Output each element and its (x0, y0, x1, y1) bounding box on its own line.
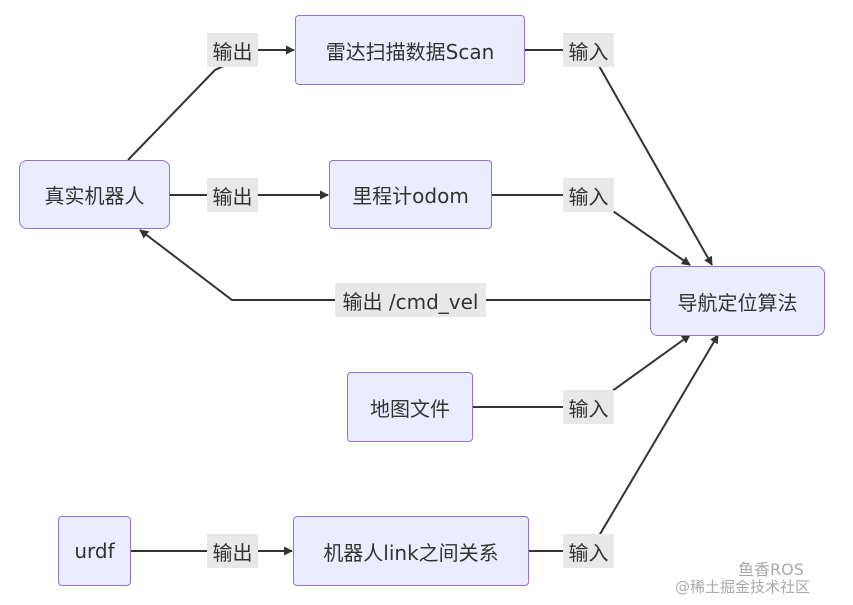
edge-label-odom-nav: 输入 (563, 178, 614, 212)
node-link-relations: 机器人link之间关系 (293, 516, 529, 586)
edge-label-scan-nav: 输入 (563, 33, 614, 67)
edge-label-tf-nav: 输入 (563, 534, 614, 568)
node-real-robot: 真实机器人 (19, 160, 170, 229)
edge-label-urdf-tf: 输出 (207, 534, 258, 568)
edge-scan-nav (525, 49, 713, 266)
edge-label-robot-odom: 输出 (207, 178, 258, 212)
node-nav-algorithm: 导航定位算法 (650, 266, 825, 336)
node-odometry: 里程计odom (329, 160, 492, 229)
watermark-community: @稀土掘金技术社区 (675, 578, 811, 596)
edge-label-robot-scan: 输出 (207, 33, 258, 67)
node-urdf: urdf (58, 516, 131, 586)
node-lidar-scan: 雷达扫描数据Scan (295, 15, 525, 85)
edge-tf-nav (529, 334, 719, 552)
edge-nav-robot (139, 229, 650, 301)
node-map-file: 地图文件 (347, 372, 473, 442)
edge-label-nav-robot: 输出 /cmd_vel (335, 283, 486, 317)
edge-label-map-nav: 输入 (563, 390, 614, 424)
watermark-author: 鱼香ROS (738, 560, 804, 579)
